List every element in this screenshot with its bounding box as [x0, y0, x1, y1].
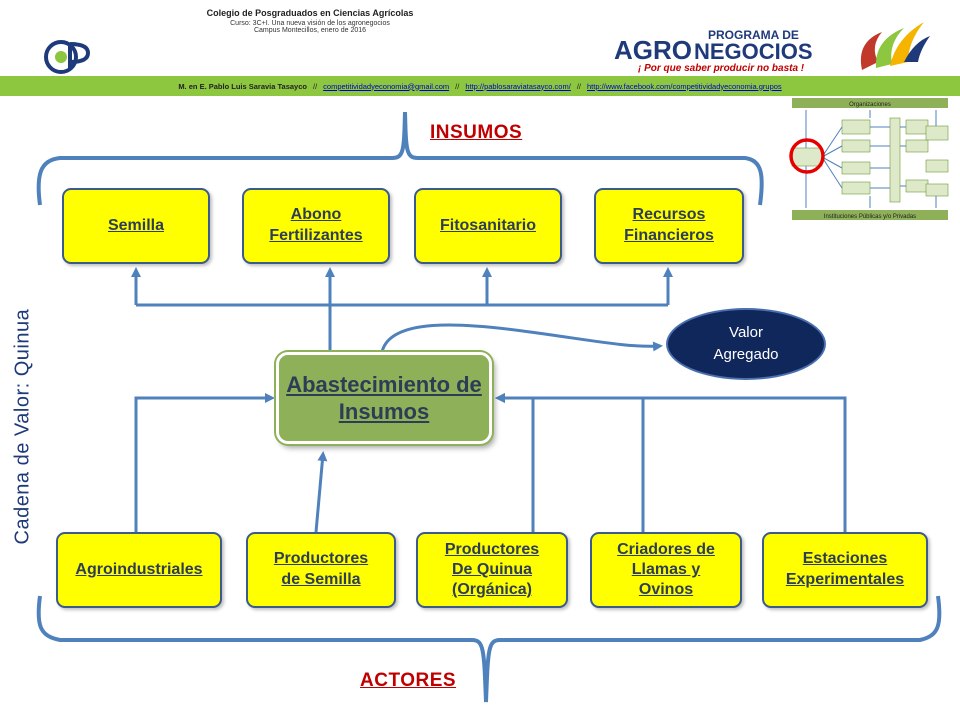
input-label: Fertilizantes	[269, 227, 363, 244]
actor-productores-semilla: Productores de Semilla	[246, 532, 396, 608]
value-chain-thumbnail: Organizaciones Instituciones Públicas y/…	[786, 96, 954, 222]
thumbnail-top-label: Organizaciones	[849, 102, 891, 108]
actor-label: (Orgánica)	[451, 581, 532, 598]
central-label: Abastecimiento de Insumos	[286, 371, 482, 425]
value-added-line1: Valor	[729, 323, 763, 341]
input-fitosanitario: Fitosanitario	[414, 188, 562, 264]
input-semilla: Semilla	[62, 188, 210, 264]
arrow-to-valor-agregado	[380, 323, 663, 353]
input-recursos-financieros: Recursos Financieros	[594, 188, 744, 264]
actor-label: de Semilla	[281, 571, 361, 588]
input-label: Fitosanitario	[439, 216, 536, 234]
actores-label: ACTORES	[360, 670, 457, 691]
value-added-node: Valor Agregado	[666, 308, 826, 380]
insumos-label: INSUMOS	[430, 122, 523, 143]
institution-block: Colegio de Posgraduados en Ciencias Agrí…	[205, 8, 415, 34]
arrow-from-agroindustriales	[134, 393, 275, 532]
logo-negocios: NEGOCIOS	[694, 39, 813, 64]
actor-label: Experimentales	[785, 571, 905, 588]
input-label: Semilla	[107, 216, 165, 234]
arrow-from-productores-quinua	[495, 393, 535, 532]
actor-label: Productores	[273, 550, 369, 568]
thumbnail-bottom-label: Instituciones Públicas y/o Privadas	[824, 214, 916, 220]
logo-agro: AGRO	[614, 35, 692, 65]
actores-brace	[36, 595, 942, 703]
actor-label: Llamas y	[631, 561, 701, 578]
actor-label: Criadores de	[617, 541, 715, 558]
agronegocios-logo: PROGRAMA DE AGRO NEGOCIOS ¡ Por que sabe…	[614, 28, 813, 74]
actor-label: Productores	[444, 541, 540, 558]
actor-productores-quinua: Productores De Quinua (Orgánica)	[416, 532, 568, 608]
swirl-logo-icon	[860, 22, 930, 70]
campus-date: Campus Montecillos, enero de 2016	[253, 27, 367, 34]
arrow-from-estaciones	[495, 393, 847, 532]
separator: //	[312, 81, 318, 91]
central-node-abastecimiento: Abastecimiento de Insumos	[276, 352, 492, 444]
email-link[interactable]: competitividadyeconomia@gmail.com	[323, 81, 450, 91]
value-added-line2: Agregado	[713, 346, 779, 363]
logo-program-top: PROGRAMA DE	[708, 28, 799, 42]
actor-label: Agroindustriales	[75, 560, 203, 578]
course-title: Curso: 3C+I. Una nueva visión de los agr…	[230, 20, 390, 27]
input-connector	[136, 303, 668, 352]
input-abono-fertilizantes: Abono Fertilizantes	[242, 188, 390, 264]
institution-name: Colegio de Posgraduados en Ciencias Agrí…	[206, 8, 414, 18]
header: Colegio de Posgraduados en Ciencias Agrí…	[0, 0, 960, 76]
actor-estaciones-experimentales: Estaciones Experimentales	[762, 532, 928, 608]
arrow-from-productores-semilla	[314, 451, 328, 533]
side-label: Cadena de Valor: Quinua	[11, 308, 34, 545]
actor-criadores: Criadores de Llamas y Ovinos	[590, 532, 742, 608]
facebook-link[interactable]: http://www.facebook.com/competitividadye…	[586, 81, 782, 91]
logo-slogan: ¡ Por que saber producir no basta !	[638, 63, 805, 74]
input-label: Recursos	[632, 206, 706, 224]
contact-bar: M. en E. Pablo Luis Saravia Tasayco // c…	[0, 76, 960, 96]
author-name: M. en E. Pablo Luis Saravia Tasayco	[178, 81, 307, 91]
cp-logo	[44, 40, 90, 74]
actor-label: Estaciones	[802, 550, 888, 568]
separator: //	[576, 81, 581, 91]
input-label: Financieros	[624, 227, 714, 244]
separator: //	[455, 81, 460, 91]
actor-agroindustriales: Agroindustriales	[56, 532, 222, 608]
input-label: Abono	[290, 206, 342, 224]
actor-label: De Quinua	[451, 561, 532, 578]
website-link[interactable]: http://pablosaraviatasayco.com/	[465, 81, 571, 91]
actor-label: Ovinos	[638, 581, 694, 598]
